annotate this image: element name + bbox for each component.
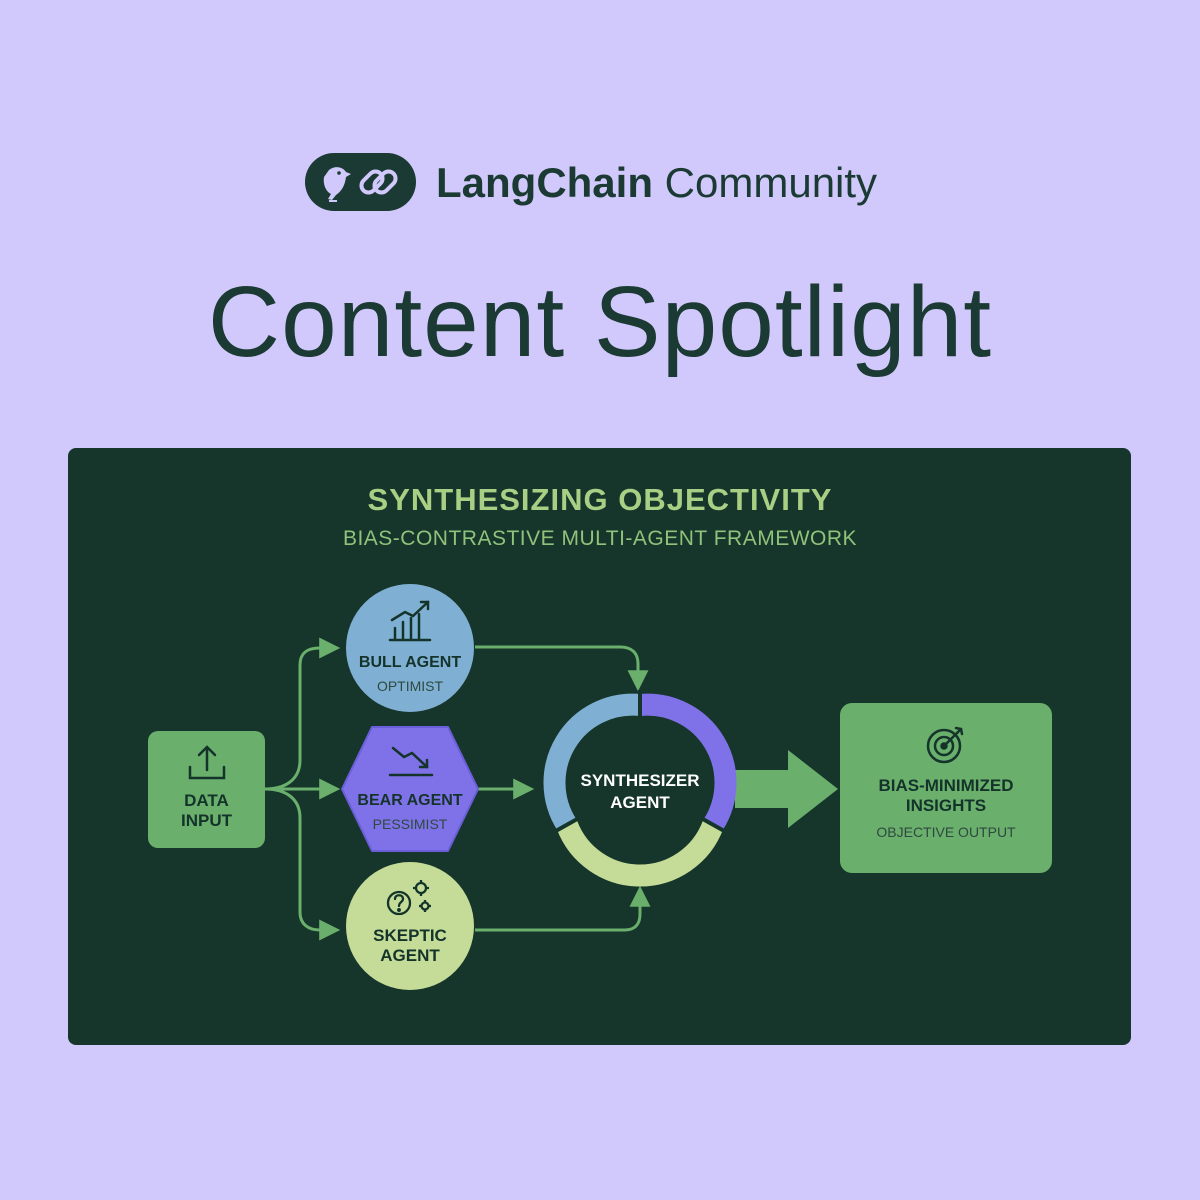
bear-agent-label: BEAR AGENT — [357, 792, 463, 809]
skeptic-line1: SKEPTIC — [373, 926, 447, 945]
output-line2: INSIGHTS — [905, 796, 987, 815]
data-input-line2: INPUT — [181, 811, 232, 830]
bear-agent-sublabel: PESSIMIST — [372, 816, 448, 832]
arrow-bull-to-synth — [475, 645, 649, 692]
bear-agent-node — [341, 726, 479, 852]
skeptic-line2: AGENT — [380, 946, 440, 965]
upload-icon — [188, 745, 226, 780]
diagram-subtitle: BIAS-CONTRASTIVE MULTI-AGENT FRAMEWORK — [342, 527, 858, 550]
brand-regular: Community — [664, 159, 878, 206]
output-sublabel: OBJECTIVE OUTPUT — [876, 824, 1016, 840]
output-line1: BIAS-MINIMIZED — [878, 776, 1014, 795]
question-gears-icon — [386, 880, 431, 916]
synthesizer-ring — [543, 693, 737, 887]
output-box — [840, 703, 1052, 873]
synthesizer-line2: AGENT — [610, 793, 670, 812]
data-input-box — [148, 731, 265, 848]
langchain-logo — [305, 153, 416, 211]
data-input-label: DATA INPUT — [150, 791, 263, 831]
ring-segment-blue — [543, 693, 642, 831]
diagram-title: SYNTHESIZING OBJECTIVITY — [367, 482, 833, 517]
output-arrow — [735, 750, 838, 828]
skeptic-agent-label: SKEPTIC AGENT — [346, 926, 474, 966]
ring-segment-purple — [638, 693, 737, 831]
arrow-branch-skeptic — [264, 787, 341, 941]
brand-bold: LangChain — [436, 159, 653, 206]
target-icon — [926, 726, 964, 764]
arrow-skeptic-to-synth — [475, 885, 651, 932]
bull-agent-node — [346, 584, 474, 712]
chart-up-icon — [388, 600, 432, 642]
skeptic-agent-node — [346, 862, 474, 990]
output-label: BIAS-MINIMIZED INSIGHTS — [840, 776, 1052, 816]
data-input-line1: DATA — [184, 791, 229, 810]
synthesizer-line1: SYNTHESIZER — [580, 771, 700, 790]
ring-segment-lime — [556, 820, 724, 887]
trend-down-icon — [388, 746, 434, 777]
page-title: Content Spotlight — [207, 266, 993, 378]
bull-agent-label: BULL AGENT — [358, 654, 462, 671]
connector-lines — [264, 637, 651, 941]
brand-name: LangChain Community — [436, 158, 877, 208]
synthesizer-agent-label: SYNTHESIZER AGENT — [555, 770, 725, 814]
parrot-chain-icon — [323, 167, 398, 202]
bull-agent-sublabel: OPTIMIST — [376, 678, 444, 694]
arrow-branch-bull — [264, 637, 341, 791]
